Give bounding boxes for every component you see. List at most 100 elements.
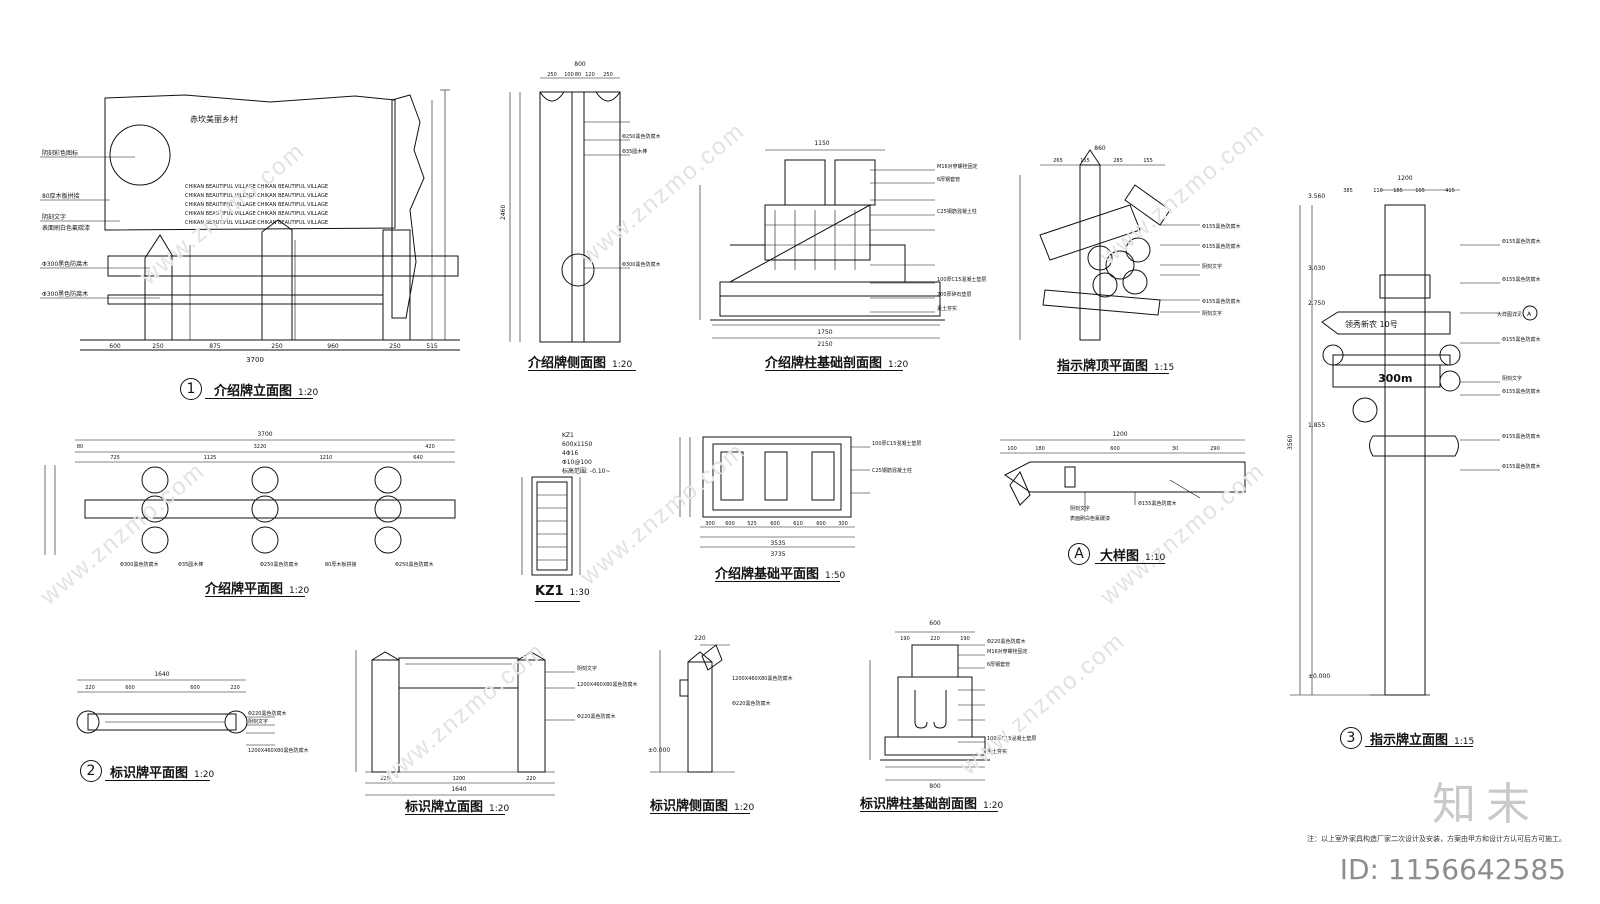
kz1-cover: 标高范围: -0.10~ — [562, 467, 610, 475]
dim-col-mid: 1750 — [817, 329, 832, 336]
mark-1: 1 — [180, 378, 202, 400]
label-guide-elev-6: Φ155黑色防腐木 — [1502, 433, 1540, 440]
label-sign-col-tube: 6厚钢套管 — [987, 661, 1010, 668]
dim-guide-elev-top: 1200 — [1397, 175, 1412, 182]
title-scale: 1:20 — [194, 770, 215, 780]
dim-found-inner: 3535 — [770, 540, 785, 547]
sign-plan-drawing — [76, 679, 275, 746]
label-side-pole300: Φ300黑色防腐木 — [622, 261, 660, 268]
label-detail-pole155: Φ155黑色防腐木 — [1138, 500, 1176, 507]
dim-intro-total: 3700 — [246, 356, 264, 364]
dim-guide-top-seg: 155 — [1143, 158, 1153, 164]
label-guide-elev-7: Φ155黑色防腐木 — [1502, 463, 1540, 470]
title-text: KZ1 — [535, 584, 564, 599]
label-guide-elev-5: Φ155黑色防腐木 — [1502, 388, 1540, 395]
label-sign-plan-carved: 阴刻文字 — [248, 718, 268, 725]
label-fluorocarbon: 表面刷白色氟碳漆 — [42, 224, 90, 232]
level-mark: 3.030 — [1308, 265, 1325, 272]
label-detail-carved: 阴刻文字 — [1070, 505, 1090, 512]
id-label: ID: 1156642585 — [1339, 853, 1566, 886]
dim-detail-seg: 100 — [1007, 446, 1017, 452]
kz1-spec: 600x1150 — [562, 441, 592, 448]
village-text-3: CHIKAN BEAUTIFUL VILLAGE CHIKAN BEAUTIFU… — [185, 202, 328, 208]
guide-elevation-drawing — [1290, 189, 1538, 696]
label-sign-col-c15: 100厚C15混凝土垫层 — [987, 735, 1036, 742]
dim-sign-col-top-seg: 220 — [930, 636, 940, 642]
title-text: 指示牌立面图 — [1370, 733, 1449, 748]
dim-detail-seg: 30 — [1172, 446, 1178, 452]
title-scale: 1:50 — [825, 571, 846, 581]
kz1-drawing — [521, 476, 581, 576]
label-plan-pole250-b: Φ250黑色防腐木 — [395, 561, 433, 568]
ref-mark: A — [1527, 311, 1532, 318]
label-plan-pole300: Φ300黑色防腐木 — [120, 561, 158, 568]
label-guide-carved-b: 阴刻文字 — [1202, 310, 1222, 317]
label-guide-pole155-c: Φ155黑色防腐木 — [1202, 298, 1240, 305]
label-sign-elev-pole220: Φ220黑色防腐木 — [577, 713, 615, 720]
mark-a: A — [1068, 543, 1090, 565]
title-underline — [860, 811, 998, 812]
dim-guide-elev-seg: 185 — [1393, 188, 1403, 194]
title-text: 介绍牌柱基础剖面图 — [765, 356, 883, 371]
title-text: 介绍牌基础平面图 — [715, 567, 820, 582]
dim-found-seg: 600 — [770, 521, 780, 527]
dim-guide-height: 3560 — [1287, 435, 1294, 450]
title-underline — [1095, 563, 1165, 564]
label-col-gravel: 200厚碎石垫层 — [937, 291, 972, 298]
dim-col-bottom: 2150 — [817, 341, 832, 348]
label-pole300-b: Φ300黑色防腐木 — [42, 290, 88, 298]
label-guide-ref: 大样图详见 — [1497, 311, 1522, 318]
level-sign-side: ±0.000 — [648, 747, 670, 754]
level-mark: 1.855 — [1308, 422, 1325, 429]
sign-elevation-drawing — [355, 650, 575, 796]
brand-logo: 知末 — [1432, 779, 1540, 830]
title-text: 介绍牌侧面图 — [528, 356, 607, 371]
dim-sign-plan-seg: 600 — [190, 685, 200, 691]
title-intro-foundation-plan: 介绍牌基础平面图 1:50 — [715, 563, 845, 582]
label-sign-elev-board: 1200X460X80黑色防腐木 — [577, 681, 637, 688]
label-guide-carved: 阴刻文字 — [1202, 263, 1222, 270]
intro-elevation-drawing — [40, 89, 460, 351]
intro-foundation-plan-drawing — [679, 436, 870, 548]
title-scale: 1:20 — [983, 801, 1004, 811]
label-carved-logo: 阴刻彩色图标 — [42, 149, 78, 157]
intro-plan-drawing — [44, 439, 456, 555]
label-sign-col-pole220: Φ220黑色防腐木 — [987, 638, 1025, 645]
label-guide-elev-1: Φ155黑色防腐木 — [1502, 238, 1540, 245]
level-mark: 3.560 — [1308, 193, 1325, 200]
label-guide-pole155-b: Φ155黑色防腐木 — [1202, 243, 1240, 250]
title-underline — [105, 780, 210, 781]
label-sign-side-pole220: Φ220黑色防腐木 — [732, 700, 770, 707]
dim-detail-seg: 180 — [1035, 446, 1045, 452]
title-scale: 1:15 — [1454, 737, 1475, 747]
level-mark: ±0.000 — [1308, 673, 1330, 680]
plaque-head-text: 赤坎美丽乡村 — [190, 114, 238, 124]
title-text: 指示牌顶平面图 — [1057, 359, 1149, 374]
dim-guide-top: 860 — [1094, 145, 1106, 152]
title-scale: 1:20 — [489, 804, 510, 814]
dim-sign-col-top-seg: 190 — [900, 636, 910, 642]
label-sign-col-bolt: M16对穿螺栓固定 — [987, 648, 1028, 655]
kz1-label: KZ1 — [562, 432, 574, 439]
dim-guide-top-seg: 285 — [1113, 158, 1123, 164]
dim-found-seg: 600 — [725, 521, 735, 527]
title-guide-elevation: 指示牌立面图 1:15 — [1370, 729, 1474, 748]
dim-sign-elev-total: 1640 — [451, 786, 466, 793]
dim-intro-seg: 250 — [389, 343, 401, 350]
title-scale: 1:10 — [1145, 553, 1166, 563]
dim-detail-seg: 290 — [1210, 446, 1220, 452]
dim-sign-col-top: 600 — [929, 620, 941, 627]
dim-intro-plan-seg: 640 — [413, 455, 423, 461]
dim-sign-col-total: 800 — [929, 783, 941, 790]
dim-side-seg: 250 — [603, 72, 613, 78]
dim-detail-total: 1200 — [1112, 431, 1127, 438]
dim-side-seg: 120 — [585, 72, 595, 78]
dim-intro-plan-sub: 420 — [425, 444, 435, 450]
dim-intro-seg: 875 — [209, 343, 221, 350]
dim-sign-side-top: 220 — [694, 635, 706, 642]
dim-found-seg: 525 — [747, 521, 757, 527]
title-underline — [1365, 746, 1473, 747]
dim-sign-elev-seg: 1200 — [453, 776, 466, 782]
